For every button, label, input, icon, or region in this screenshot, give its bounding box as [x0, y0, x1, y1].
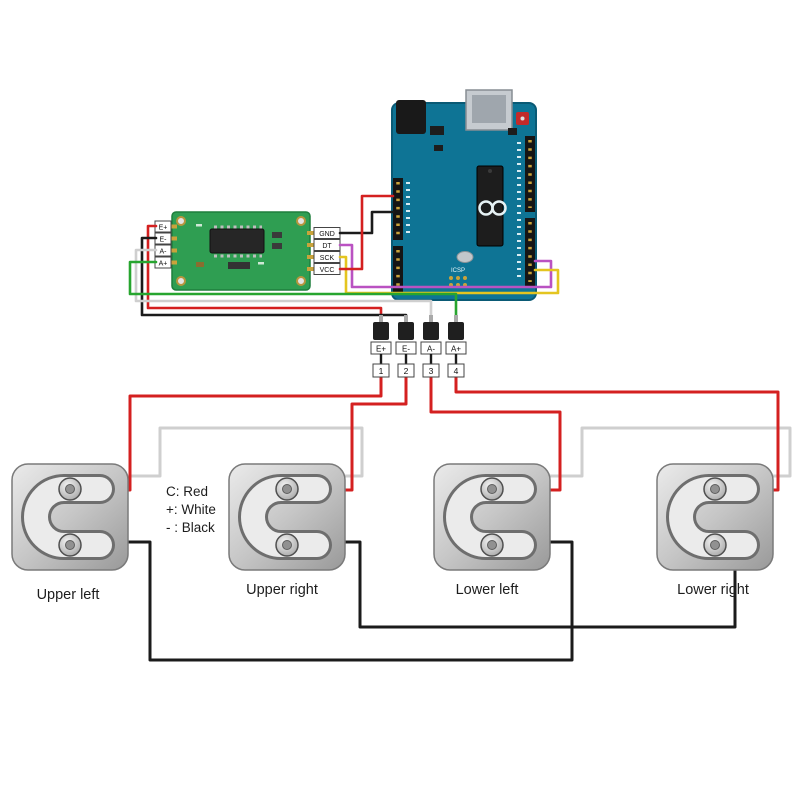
terminal-pin [379, 315, 383, 323]
mcu-chip [476, 165, 504, 247]
terminal-number-box [397, 363, 415, 378]
hx711-chip [209, 228, 265, 254]
arduino-uno: ICSP [391, 89, 537, 301]
terminal-label: A+ [451, 345, 461, 354]
pin-label-sck: SCK [320, 255, 335, 262]
load-cell-upper-left [12, 464, 128, 570]
arduino-board [391, 102, 537, 301]
icsp-label: ICSP [451, 268, 465, 274]
wire-a-minus-white [134, 248, 433, 328]
terminal-1: E+ 1 [370, 315, 392, 378]
reset-button-cap [520, 116, 525, 121]
pin-stub [171, 236, 177, 241]
arduino-logo [478, 200, 507, 216]
crystal-oscillator [456, 251, 474, 263]
pin-stub [307, 255, 314, 259]
terminal-number: 3 [429, 366, 434, 376]
load-cell-label-lower-right: Lower right [677, 582, 749, 598]
pin-stub [307, 231, 314, 235]
wire-a-plus-green [128, 260, 458, 328]
right-header-bottom [525, 218, 535, 286]
silkscreen-mark [258, 262, 264, 265]
load-cell-label-lower-left: Lower left [456, 582, 519, 598]
wire-white-upper-pair [126, 426, 364, 478]
resistor [272, 232, 282, 238]
mcu-chip-notch [488, 169, 492, 173]
load-cell-upper-right [229, 464, 345, 570]
terminal-number-box [422, 363, 440, 378]
load-cell-lower-left [434, 464, 550, 570]
wire-red-terminal4-cell [454, 375, 780, 492]
usb-port-inner [472, 95, 506, 123]
smd-component [430, 126, 444, 135]
component [228, 262, 250, 269]
capacitor [196, 262, 204, 267]
mounting-hole [176, 216, 186, 226]
pin-label-a-plus: A+ [159, 261, 168, 268]
resistor [272, 243, 282, 249]
pin-label-dt: DT [322, 243, 332, 250]
pin-label-e-plus: E+ [159, 225, 168, 232]
hx711-module: E+ E- A- A+ GND DT SCK VCC [154, 211, 341, 291]
load-cell-lower-right [657, 464, 773, 570]
pin-label-a-minus: A- [160, 249, 168, 256]
terminal-label: E+ [376, 345, 386, 354]
wire-red-terminal3-cell [429, 375, 562, 492]
terminal-number: 1 [379, 366, 384, 376]
pin-stub [171, 260, 177, 265]
wire-red-terminal1-cell [126, 375, 383, 492]
terminal-3: A- 3 [420, 315, 442, 378]
terminal-4: A+ 4 [445, 315, 467, 378]
left-header-bottom [393, 246, 403, 294]
terminal-2: E- 2 [395, 315, 417, 378]
wire-red-terminal2-cell [343, 375, 408, 492]
wire-vcc-red [338, 194, 395, 271]
pin-label-vcc: VCC [320, 267, 335, 274]
smd-component [508, 128, 517, 135]
wire-dt-purple [338, 243, 553, 289]
pin-stub [307, 243, 314, 247]
terminal-number-box [447, 363, 465, 378]
terminal-number-box [372, 363, 390, 378]
wire-color-legend: C: Red +: White - : Black [166, 484, 216, 535]
terminal-number: 4 [454, 366, 459, 376]
terminal-connector [448, 322, 464, 340]
smd-component [434, 145, 443, 151]
terminal-pin [404, 315, 408, 323]
mounting-hole [296, 276, 306, 286]
terminal-connector [398, 322, 414, 340]
terminal-connector [423, 322, 439, 340]
load-cell-label-upper-right: Upper right [246, 582, 318, 598]
load-cell-wires [126, 375, 792, 662]
pin-stub [307, 267, 314, 271]
wire-white-lower-pair [548, 426, 792, 478]
power-jack [396, 100, 426, 134]
icsp-pin [463, 276, 467, 280]
pin-label-gnd: GND [319, 231, 335, 238]
legend-line-red: C: Red [166, 484, 208, 499]
load-cell-label-upper-left: Upper left [37, 587, 100, 603]
icsp-header: ICSP [449, 268, 467, 287]
terminal-pin [454, 315, 458, 323]
wire-black-bottom-long [126, 540, 574, 662]
terminal-connector [373, 322, 389, 340]
terminal-label: E- [402, 345, 410, 354]
legend-line-black: - : Black [166, 520, 215, 535]
wire-black-bottom-short [343, 540, 737, 629]
wire-gnd-black [338, 210, 395, 235]
pin-stub [171, 224, 177, 229]
silkscreen-mark [196, 224, 202, 227]
mounting-hole [296, 216, 306, 226]
icsp-pin [456, 276, 460, 280]
legend-line-white: +: White [166, 502, 216, 517]
terminal-label: A- [427, 345, 435, 354]
mounting-hole [176, 276, 186, 286]
icsp-pin [449, 276, 453, 280]
pin-label-e-minus: E- [160, 237, 168, 244]
terminal-number: 2 [404, 366, 409, 376]
terminal-pin [429, 315, 433, 323]
pin-stub [171, 248, 177, 253]
